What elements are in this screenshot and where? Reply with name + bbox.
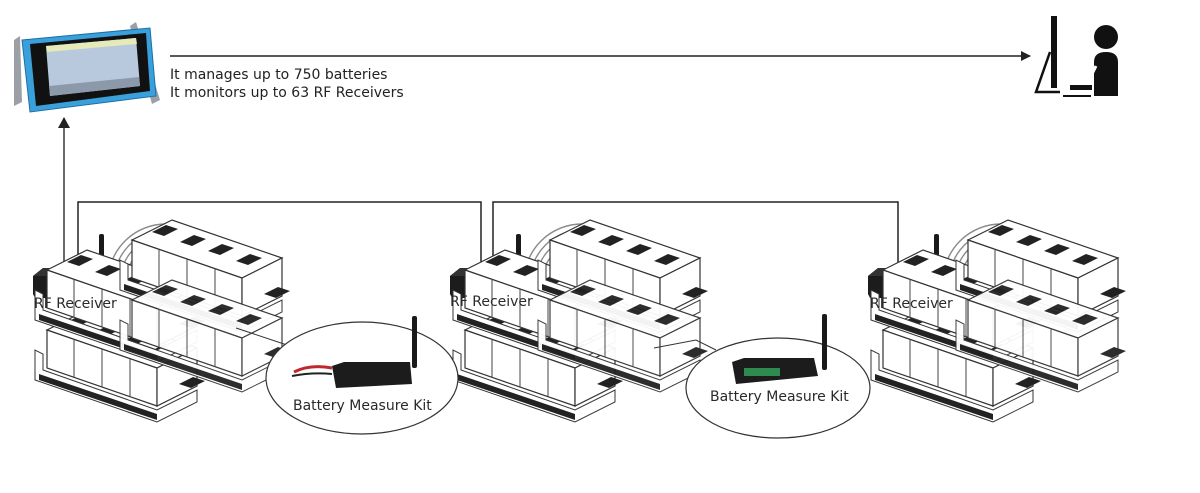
battery-measure-kit-2 bbox=[653, 314, 871, 439]
info-line-receivers: It monitors up to 63 RF Receivers bbox=[170, 85, 404, 101]
measure-kit-label-1: Battery Measure Kit bbox=[293, 398, 432, 414]
battery-measure-kit-1 bbox=[235, 316, 459, 435]
controller-capabilities: It manages up to 750 batteries It monito… bbox=[170, 66, 404, 102]
wire-receiver2-receiver3 bbox=[492, 201, 899, 266]
info-line-batteries: It manages up to 750 batteries bbox=[170, 67, 388, 83]
user-at-computer-icon bbox=[1034, 16, 1118, 97]
battery-bank-1 bbox=[35, 220, 290, 422]
rf-receiver-label-3: RF Receiver bbox=[870, 296, 953, 312]
monitoring-tablet bbox=[14, 22, 160, 113]
battery-bank-2 bbox=[453, 220, 708, 422]
battery-bank-3 bbox=[871, 220, 1126, 422]
rf-receiver-label-2: RF Receiver bbox=[450, 294, 533, 310]
measure-kit-label-2: Battery Measure Kit bbox=[710, 389, 849, 405]
wire-receiver1-receiver2 bbox=[77, 201, 482, 266]
rf-receiver-label-1: RF Receiver bbox=[34, 296, 117, 312]
